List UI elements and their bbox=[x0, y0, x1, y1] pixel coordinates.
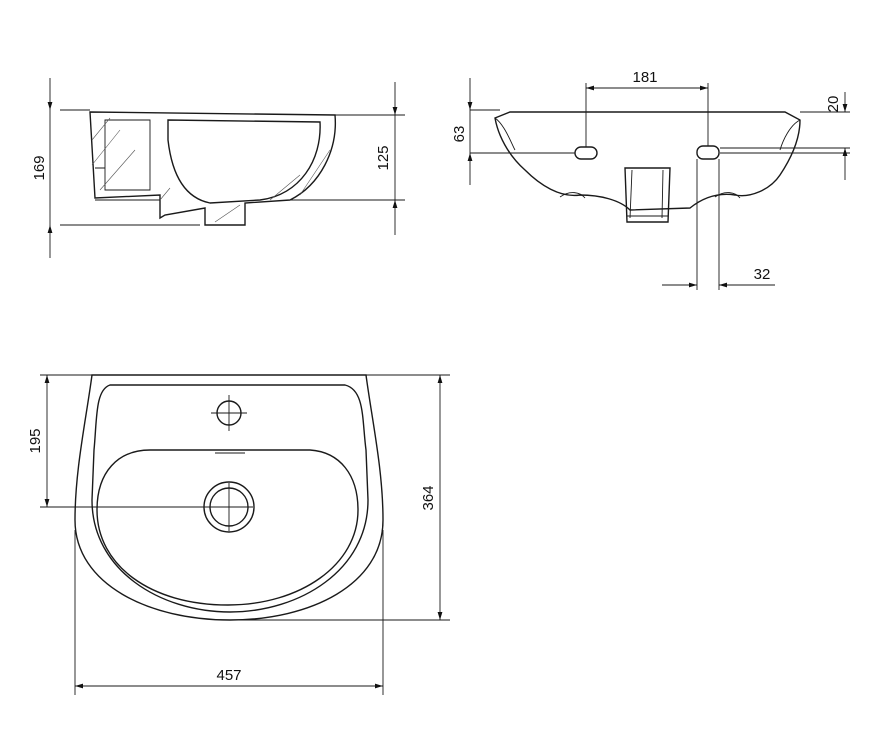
tap-hole-right bbox=[696, 145, 720, 160]
dim-width-total: 457 bbox=[216, 667, 241, 684]
dim-tap-hole-spacing: 181 bbox=[632, 69, 657, 86]
dim-bowl-height: 125 bbox=[375, 145, 392, 170]
top-view: 195 364 457 bbox=[27, 374, 450, 695]
dim-rim-offset: 20 bbox=[825, 96, 842, 113]
dim-height-total: 169 bbox=[31, 155, 48, 180]
dim-depth-total: 364 bbox=[420, 485, 437, 510]
dim-hole-width: 32 bbox=[754, 266, 771, 283]
front-view: 181 63 20 32 bbox=[451, 69, 850, 290]
dim-depth-to-drain: 195 bbox=[27, 428, 44, 453]
dim-hole-height: 63 bbox=[451, 126, 468, 143]
tap-hole-left bbox=[574, 146, 598, 160]
side-view-section: 169 125 bbox=[31, 78, 405, 258]
hatching bbox=[91, 117, 331, 223]
